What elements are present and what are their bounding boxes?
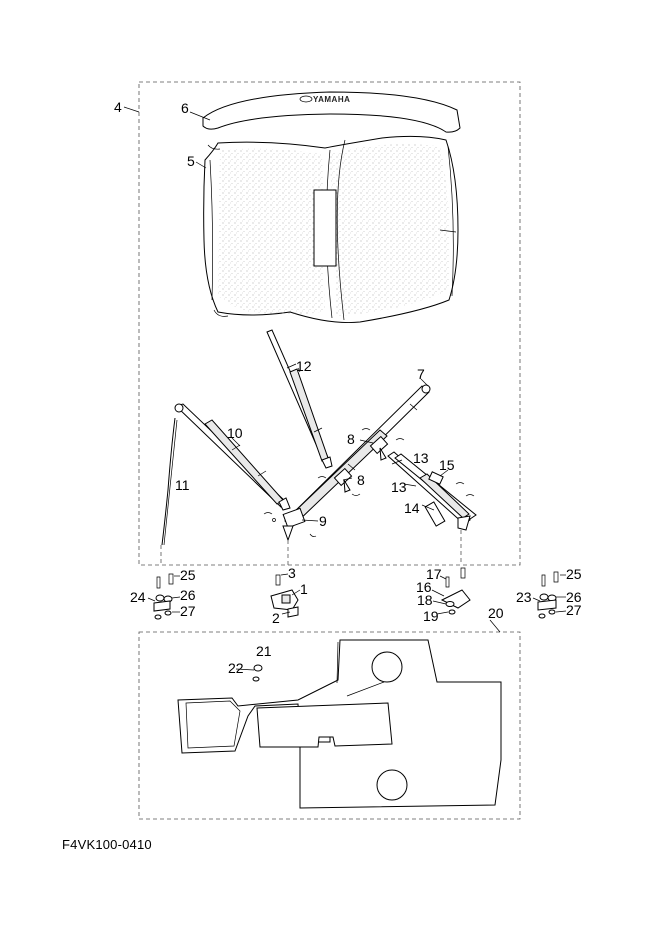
callout-17: 17 (426, 566, 442, 582)
pole-12 (266, 329, 333, 469)
callout-18: 18 (417, 592, 433, 608)
clips (263, 428, 475, 538)
callout-1: 1 (300, 581, 308, 597)
callout-15: 15 (439, 457, 455, 473)
callout-4: 4 (114, 99, 122, 115)
callout-23: 23 (516, 589, 532, 605)
callout-19: 19 (423, 608, 439, 624)
callout-7: 7 (417, 366, 425, 382)
callout-6: 6 (181, 100, 189, 116)
callout-13-upper: 13 (413, 450, 429, 466)
callout-8-lower: 8 (357, 472, 365, 488)
fitting-15 (428, 471, 444, 485)
callout-25-right: 25 (566, 566, 582, 582)
canopy-top (203, 135, 459, 324)
callout-20: 20 (488, 605, 504, 621)
callout-3: 3 (288, 565, 296, 581)
front-trim-bar: YAMAHA (202, 91, 461, 133)
callout-13-lower: 13 (391, 479, 407, 495)
fastener-21 (252, 664, 263, 682)
callout-11: 11 (175, 477, 190, 493)
fitting-8-lower (333, 467, 353, 493)
hardware-center (270, 574, 299, 618)
strap-11 (161, 417, 176, 546)
fitting-9 (282, 507, 306, 542)
callout-9: 9 (319, 513, 327, 529)
hardware-left (153, 573, 174, 620)
callout-22: 22 (228, 660, 244, 676)
callout-10: 10 (227, 425, 243, 441)
fitting-8-upper (369, 435, 389, 461)
pole-10 (174, 403, 291, 511)
callout-8-upper: 8 (347, 431, 355, 447)
bimini-assembly-frame (138, 81, 521, 566)
callout-26-left: 26 (180, 587, 196, 603)
floor-mat (177, 639, 502, 809)
brand-mark: YAMAHA (313, 95, 350, 104)
hardware-right (537, 571, 559, 619)
rear-poles-13 (387, 451, 477, 531)
callout-21: 21 (256, 643, 272, 659)
callout-5: 5 (187, 153, 195, 169)
callout-27-right: 27 (566, 602, 582, 618)
callout-16: 16 (416, 579, 432, 595)
callout-14: 14 (404, 500, 420, 516)
hardware-right-mount (440, 567, 471, 615)
callout-25-left: 25 (180, 567, 196, 583)
drawing-code: F4VK100-0410 (62, 837, 152, 852)
callout-24: 24 (130, 589, 146, 605)
mat-assembly-frame (138, 631, 521, 820)
callout-26-right: 26 (566, 589, 582, 605)
callout-2: 2 (272, 610, 280, 626)
callout-27-left: 27 (180, 603, 196, 619)
callout-leader-4 (123, 106, 140, 113)
callout-12: 12 (296, 358, 312, 374)
